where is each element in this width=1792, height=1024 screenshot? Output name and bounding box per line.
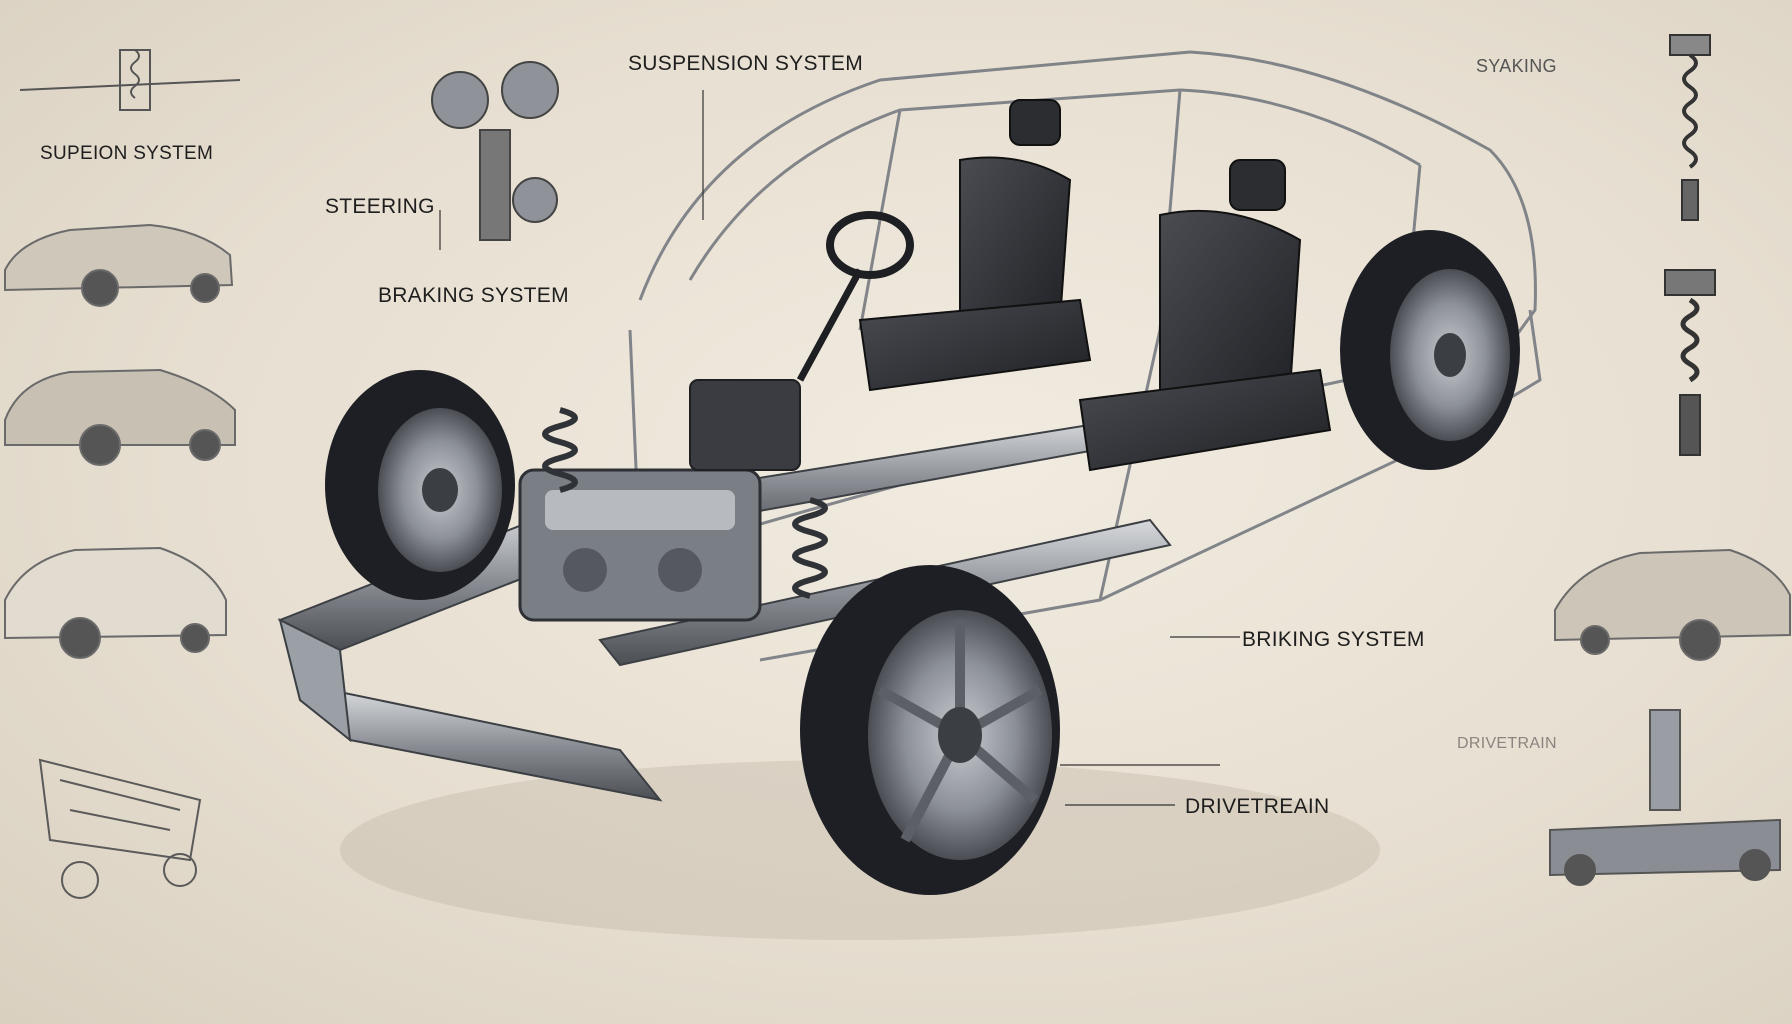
label-drivetrain-faint: DRIVETRAIN bbox=[1457, 735, 1557, 752]
label-suspension-system-left: SUPEION SYSTEM bbox=[40, 143, 214, 164]
shock-absorber-icon bbox=[1669, 34, 1711, 221]
steering-column-icon bbox=[431, 61, 559, 241]
label-syaking: SYAKING bbox=[1476, 56, 1557, 76]
left-car-sketch-1 bbox=[4, 223, 234, 307]
left-sketch-suspension bbox=[19, 49, 241, 111]
label-braking-system-right: BRIKING SYSTEM bbox=[1242, 628, 1425, 651]
label-braking-system-top: BRAKING SYSTEM bbox=[378, 284, 569, 307]
left-car-sketch-3 bbox=[4, 546, 227, 659]
shock-absorber-icon-2 bbox=[1664, 269, 1716, 456]
engine-block bbox=[518, 379, 801, 622]
left-car-sketch-2 bbox=[4, 368, 236, 466]
label-drivetrain-bottom: DRIVETREAIN bbox=[1185, 795, 1330, 818]
rear-right-wheel bbox=[1340, 230, 1520, 470]
front-right-wheel bbox=[800, 565, 1060, 895]
front-suspension-springs bbox=[542, 407, 828, 599]
label-steering: STEERING bbox=[325, 195, 435, 218]
left-sketch-drivetrain bbox=[38, 758, 202, 899]
leader-lines bbox=[439, 90, 1240, 806]
label-suspension-system-top: SUSPENSION SYSTEM bbox=[628, 52, 863, 75]
front-left-wheel bbox=[325, 370, 515, 600]
right-sketch-drivetrain bbox=[1549, 709, 1781, 886]
front-seats bbox=[858, 99, 1332, 472]
steering-wheel bbox=[796, 211, 914, 382]
right-car-sketch bbox=[1554, 548, 1791, 661]
